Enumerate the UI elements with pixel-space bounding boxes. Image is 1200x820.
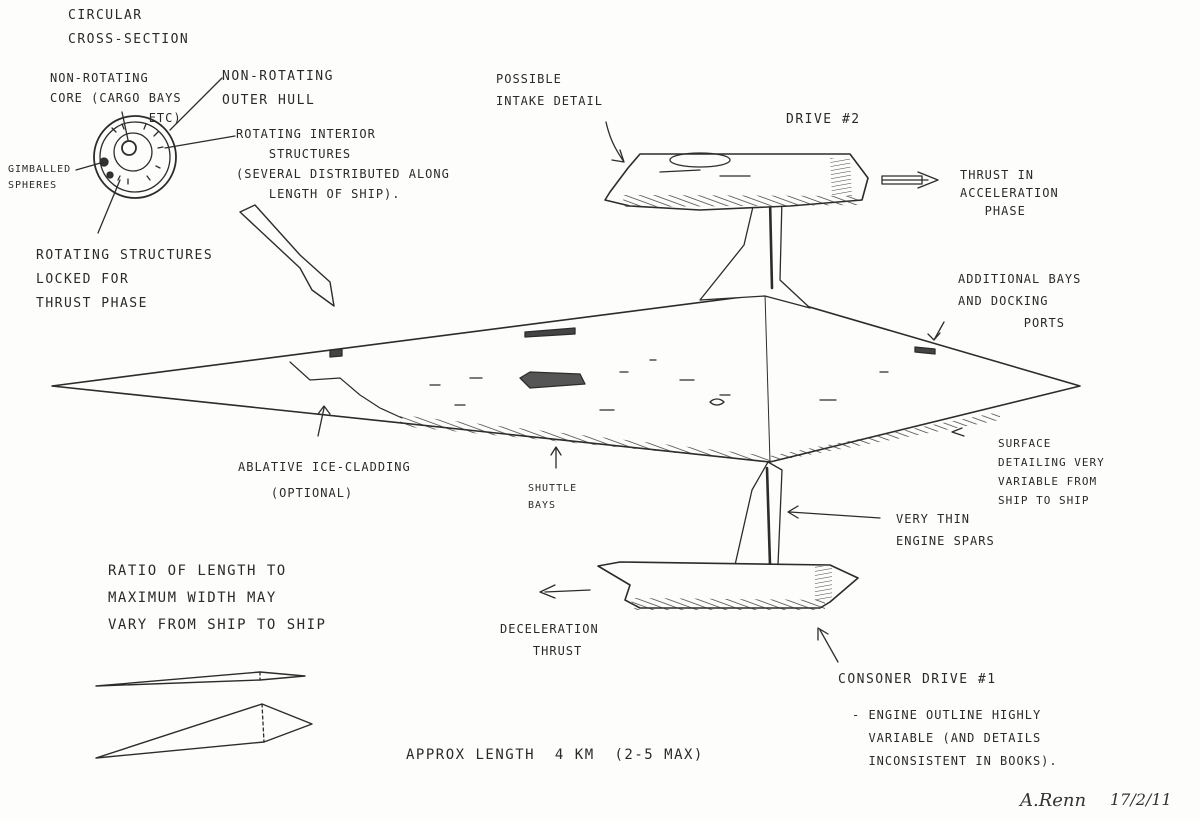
ratio-label: Ratio of Length to Maximum Width may Var… — [108, 563, 327, 633]
additional-bays-label: Additional Bays and Docking Ports — [958, 272, 1082, 330]
non-rotating-outer-hull-label: Non-Rotating Outer Hull — [222, 69, 334, 108]
cross-section-diagram — [75, 77, 236, 234]
circular-cross-section-label: Circular Cross-section — [68, 8, 190, 47]
engine-spars-label: Very Thin Engine Spars — [896, 512, 995, 548]
rotating-interior-label: Rotating Interior Structures (Several di… — [236, 127, 450, 201]
ratio-diagrams — [95, 671, 313, 759]
bays-pointer — [927, 321, 945, 341]
shuttle-pointer — [550, 446, 562, 469]
consoner-drive-label: Consoner Drive #1 — [838, 672, 997, 687]
drive-2 — [604, 152, 869, 309]
non-rotating-core-label: Non-Rotating Core (Cargo bays etc) — [50, 71, 182, 125]
approx-length-label: Approx Length 4 km (2-5 max) — [406, 747, 704, 763]
surface-detailing-label: Surface Detailing very variable from shi… — [998, 437, 1105, 507]
direction-arrow — [239, 204, 335, 307]
signature: A.Renn — [1020, 790, 1087, 811]
rotating-locked-label: Rotating Structures Locked for Thrust Ph… — [36, 248, 214, 311]
thrust-acceleration-label: Thrust in Acceleration Phase — [960, 168, 1059, 218]
ablative-pointer — [317, 405, 331, 437]
spars-pointer — [787, 505, 881, 519]
consoner-pointer — [817, 627, 839, 663]
possible-intake-label: Possible Intake Detail — [496, 72, 603, 108]
drive-2-label: Drive #2 — [786, 112, 861, 127]
thrust-acceleration-arrow — [881, 171, 939, 189]
shuttle-bays-label: Shuttle Bays — [528, 483, 578, 511]
intake-pointer — [605, 121, 625, 163]
deceleration-arrow — [539, 584, 591, 599]
engine-outline-label: - Engine outline highly variable (and de… — [852, 708, 1058, 768]
surface-pointer — [951, 427, 965, 437]
gimballed-spheres-label: Gimballed Spheres — [8, 164, 72, 191]
main-hull — [51, 293, 1081, 463]
sketch-date: 17/2/11 — [1110, 790, 1172, 809]
ablative-label: Ablative Ice-Cladding (Optional) — [238, 460, 411, 500]
drive-1 — [597, 461, 859, 610]
deceleration-label: Deceleration Thrust — [500, 622, 599, 658]
